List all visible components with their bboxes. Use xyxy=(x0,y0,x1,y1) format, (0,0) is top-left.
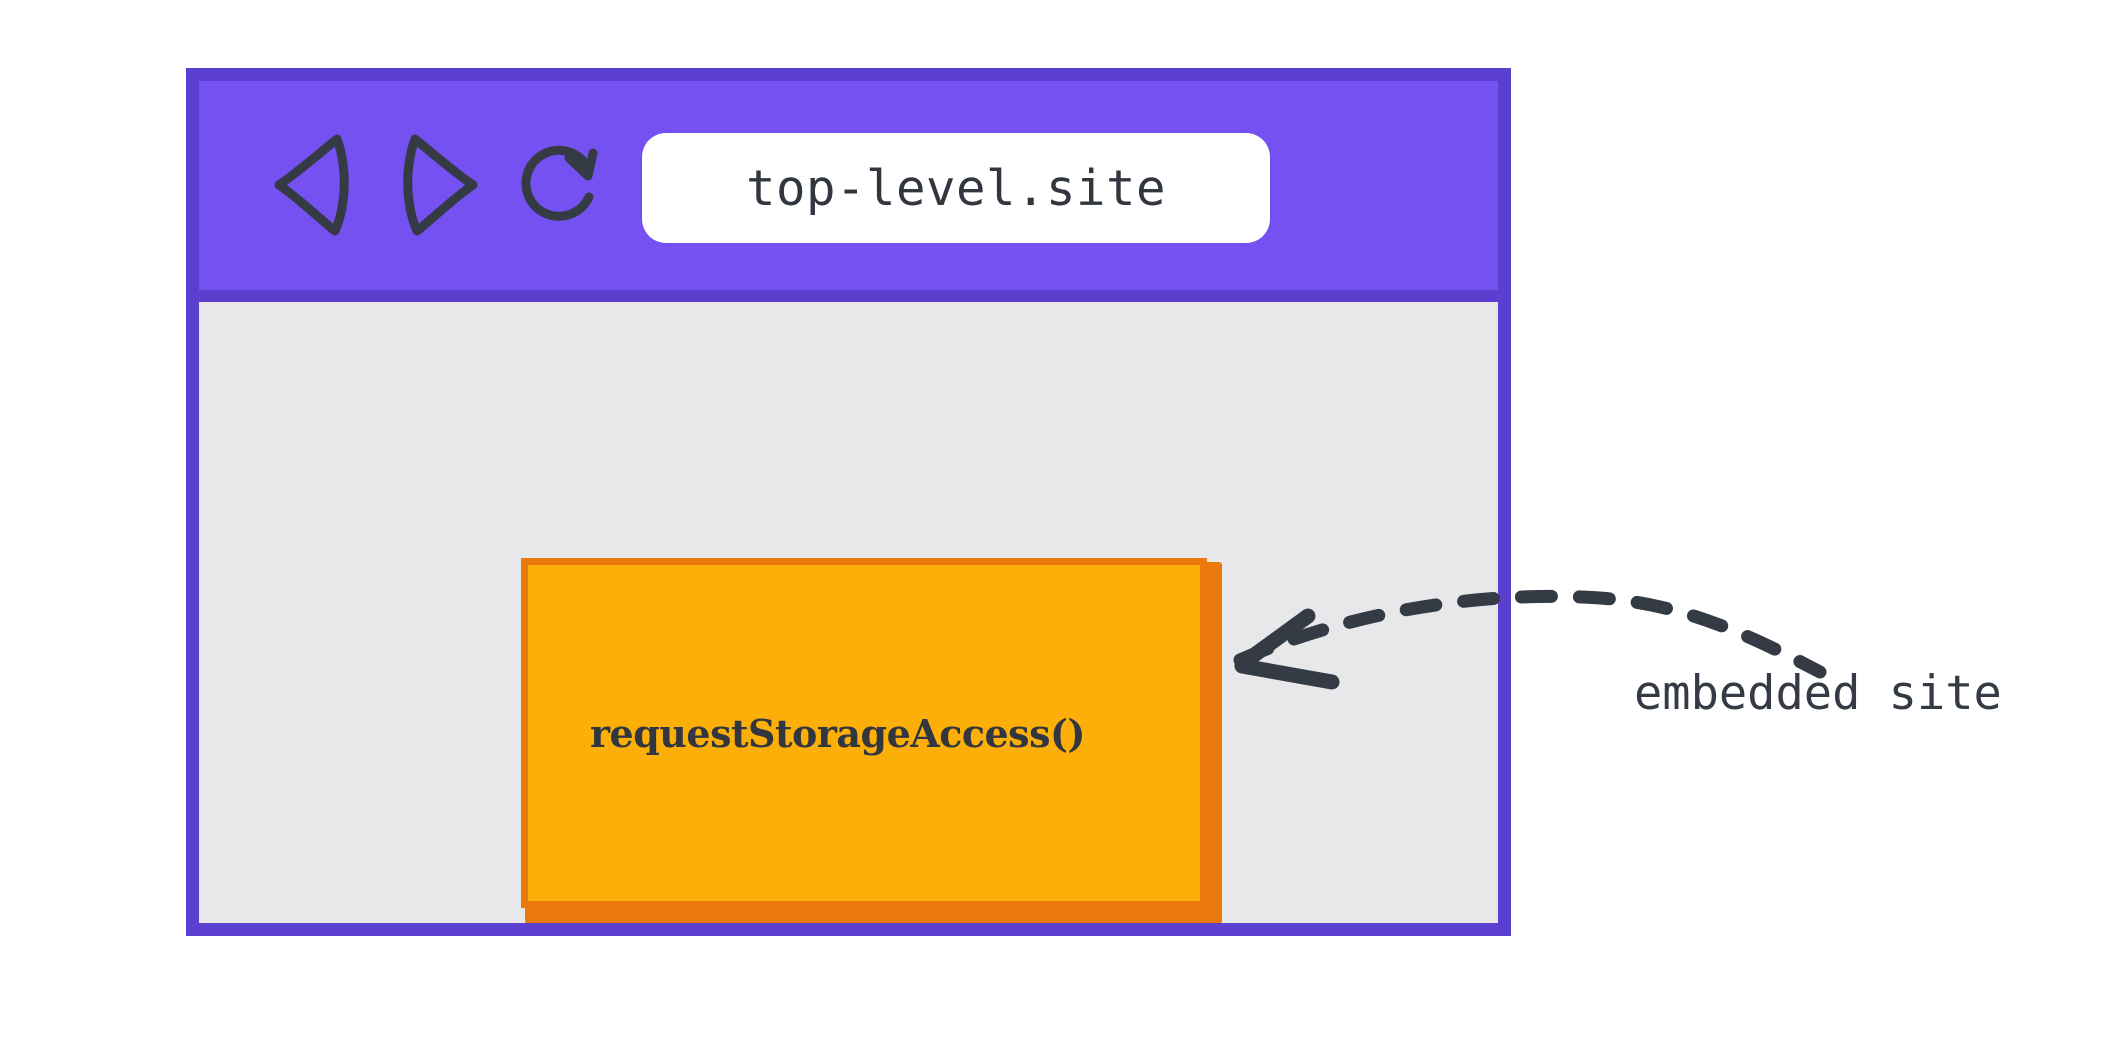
forward-triangle-icon[interactable] xyxy=(389,129,485,241)
url-text: top-level.site xyxy=(745,159,1166,217)
toolbar-divider xyxy=(199,290,1498,302)
browser-window: top-level.site requestStorageAccess() xyxy=(186,68,1511,936)
back-triangle-icon[interactable] xyxy=(267,129,363,241)
embedded-site-frame[interactable]: requestStorageAccess() xyxy=(521,558,1222,923)
request-storage-access-label: requestStorageAccess() xyxy=(590,710,1085,756)
navigation-controls xyxy=(267,129,607,241)
embedded-site-annotation-label: embedded site xyxy=(1634,666,2002,721)
browser-viewport: requestStorageAccess() xyxy=(199,302,1498,923)
embedded-frame-body: requestStorageAccess() xyxy=(521,558,1207,908)
browser-toolbar: top-level.site xyxy=(199,81,1498,295)
url-bar[interactable]: top-level.site xyxy=(642,133,1270,243)
reload-circular-arrow-icon[interactable] xyxy=(511,129,607,241)
